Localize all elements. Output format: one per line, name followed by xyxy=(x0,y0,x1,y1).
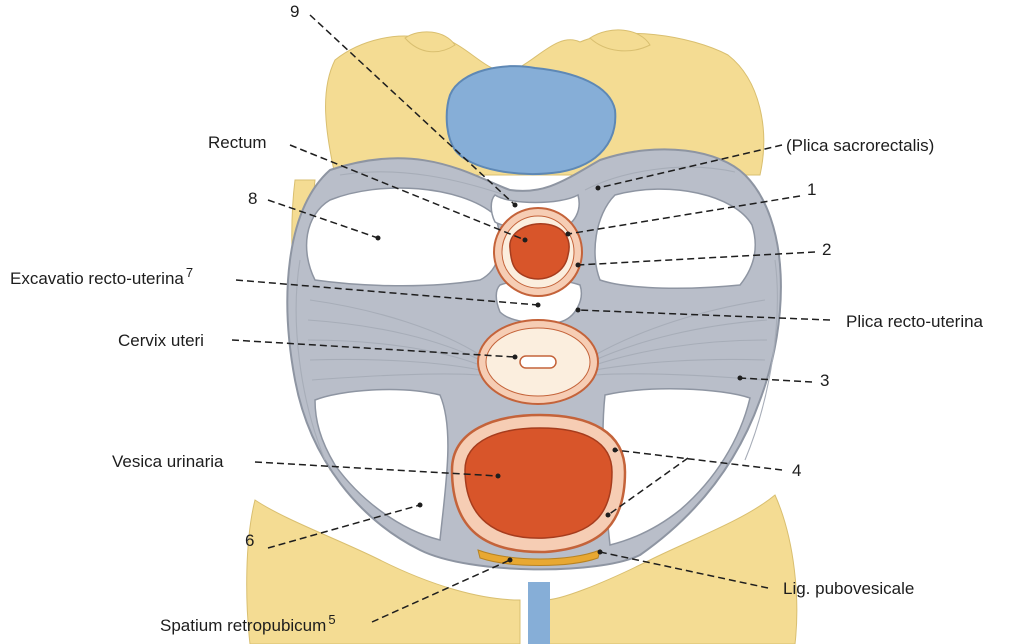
label-3: 3 xyxy=(820,372,829,389)
rectum xyxy=(494,208,582,296)
label-spatium-text: Spatium retropubicum xyxy=(160,616,326,635)
label-7: 7 xyxy=(186,265,193,280)
label-6: 6 xyxy=(245,532,254,549)
label-1: 1 xyxy=(807,181,816,198)
label-8: 8 xyxy=(248,190,257,207)
label-2: 2 xyxy=(822,241,831,258)
label-cervix-uteri: Cervix uteri xyxy=(118,332,204,349)
space-pararectal-left xyxy=(307,188,500,286)
label-plica-recto-uterina: Plica recto-uterina xyxy=(846,313,983,330)
label-plica-sacrorectalis: (Plica sacrorectalis) xyxy=(786,137,934,154)
label-4: 4 xyxy=(792,462,801,479)
cervix-uteri xyxy=(478,320,598,404)
sacral-vertebra xyxy=(447,66,616,174)
symphysis-cleft xyxy=(528,582,550,644)
label-rectum: Rectum xyxy=(208,134,267,151)
label-excavatio-text: Excavatio recto-uterina xyxy=(10,269,184,288)
label-vesica-urinaria: Vesica urinaria xyxy=(112,453,224,470)
label-9: 9 xyxy=(290,3,299,20)
label-lig-pubovesicale: Lig. pubovesicale xyxy=(783,580,914,597)
label-5: 5 xyxy=(328,612,335,627)
